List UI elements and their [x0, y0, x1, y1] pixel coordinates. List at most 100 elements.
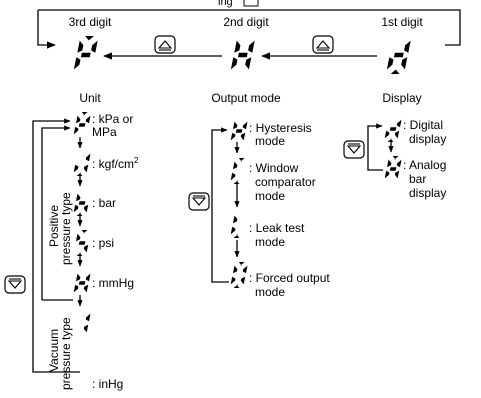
display-glyph-a — [384, 156, 402, 179]
segment-f — [77, 40, 84, 53]
segment-b — [85, 153, 91, 162]
up-triangle-icon — [157, 40, 173, 49]
segment-g — [78, 123, 86, 127]
segment-f — [233, 121, 238, 130]
segment-g — [78, 201, 86, 205]
output-label-leak: : Leak test — [249, 221, 305, 235]
segment-a — [81, 112, 88, 116]
cropped-button-icon — [243, 0, 259, 7]
down-button-unit[interactable] — [4, 275, 26, 294]
first-digit-label: 1st digit — [381, 15, 423, 29]
segment-e — [230, 276, 236, 285]
output-loop-line — [211, 127, 229, 283]
display-loop-line — [367, 123, 383, 171]
segment-f — [387, 159, 392, 168]
segment-e — [73, 204, 79, 213]
down-button-output[interactable] — [188, 192, 210, 211]
segment-f — [76, 115, 81, 124]
segment-a — [238, 158, 245, 162]
segment-f — [234, 40, 241, 53]
segment-a — [392, 156, 399, 160]
unit-label-bar: : bar — [92, 196, 116, 210]
segment-c — [83, 164, 89, 173]
segment-e — [73, 126, 79, 135]
segment-f — [233, 265, 238, 274]
display-label-analog-3: display — [409, 186, 446, 200]
up-button-right[interactable] — [312, 35, 334, 54]
down-triangle-icon — [7, 280, 23, 289]
segment-g — [389, 167, 397, 171]
second-digit-glyph — [230, 40, 255, 70]
segment-b — [85, 115, 91, 124]
output-label-hysteresis-2: mode — [255, 134, 285, 148]
segment-e — [386, 57, 394, 70]
up-button-left[interactable] — [154, 35, 176, 54]
unit-outer-loop — [32, 118, 80, 373]
unit-label-mmhg: : mmHg — [92, 276, 134, 290]
top-loop-line — [38, 9, 461, 46]
segment-e — [384, 130, 390, 139]
segment-d — [233, 234, 240, 238]
segment-g — [78, 241, 86, 245]
segment-c — [83, 284, 89, 293]
positive-loop-line — [41, 125, 71, 300]
unit-glyph-b — [73, 193, 89, 216]
loop-back-arrow — [37, 10, 56, 49]
segment-c — [401, 57, 408, 70]
segment-a — [238, 262, 245, 266]
positive-label: Positive — [47, 205, 61, 247]
segment-d — [76, 252, 83, 256]
up-triangle-icon — [315, 40, 331, 49]
segment-d — [76, 172, 83, 176]
output-label-window-3: mode — [255, 189, 285, 203]
segment-e — [230, 226, 236, 235]
first-digit-glyph — [386, 40, 411, 74]
segment-f — [76, 193, 81, 202]
segment-b — [404, 40, 411, 53]
segment-b — [91, 40, 98, 53]
display-label-analog-2: bar — [409, 172, 426, 186]
output-label-forced-2: mode — [255, 285, 285, 299]
segment-c — [83, 204, 89, 213]
segment-e — [73, 284, 79, 293]
segment-d — [76, 212, 83, 216]
unit-glyph-1 — [83, 313, 91, 333]
display-label-digital: : Digital — [403, 118, 443, 132]
output-label-window: : Window — [249, 161, 299, 175]
segment-b — [248, 40, 255, 53]
unit-glyph-h — [73, 273, 91, 293]
segment-e — [230, 132, 236, 141]
down-button-display[interactable] — [343, 140, 365, 159]
unit-label-kgf: : kgf/cm2 — [92, 156, 139, 171]
segment-g — [393, 52, 404, 58]
segment-e — [384, 170, 390, 179]
unit-label-mpa: MPa — [92, 125, 117, 139]
segment-e — [230, 172, 236, 181]
vacuum-label: Vacuum — [47, 329, 61, 372]
output-label-forced: : Forced output — [249, 271, 330, 285]
segment-g — [78, 281, 86, 285]
segment-b — [85, 313, 91, 322]
display-label-digital-2: display — [409, 132, 446, 146]
output-label-leak-2: mode — [255, 235, 285, 249]
down-triangle-icon — [346, 145, 362, 154]
unit-label-psi: : psi — [92, 236, 114, 250]
segment-e — [73, 57, 81, 70]
unit-label-kpa: : kPa or — [92, 112, 133, 126]
segment-b — [396, 119, 402, 128]
output-label-hysteresis: : Hysteresis — [249, 121, 312, 135]
segment-g — [237, 52, 248, 58]
segment-f — [76, 273, 81, 282]
output-glyph-0 — [230, 262, 248, 288]
segment-g — [80, 52, 91, 58]
segment-c — [394, 170, 400, 179]
segment-b — [242, 121, 248, 130]
output-mode-caption: Output mode — [211, 91, 281, 105]
output-glyph-l — [230, 215, 240, 238]
segment-e — [230, 57, 238, 70]
positive-pressure-type-label: pressure type — [59, 192, 73, 265]
unit-glyph-j — [73, 153, 91, 176]
segment-g — [389, 127, 397, 131]
vacuum-pressure-type-label: pressure type — [59, 317, 73, 390]
